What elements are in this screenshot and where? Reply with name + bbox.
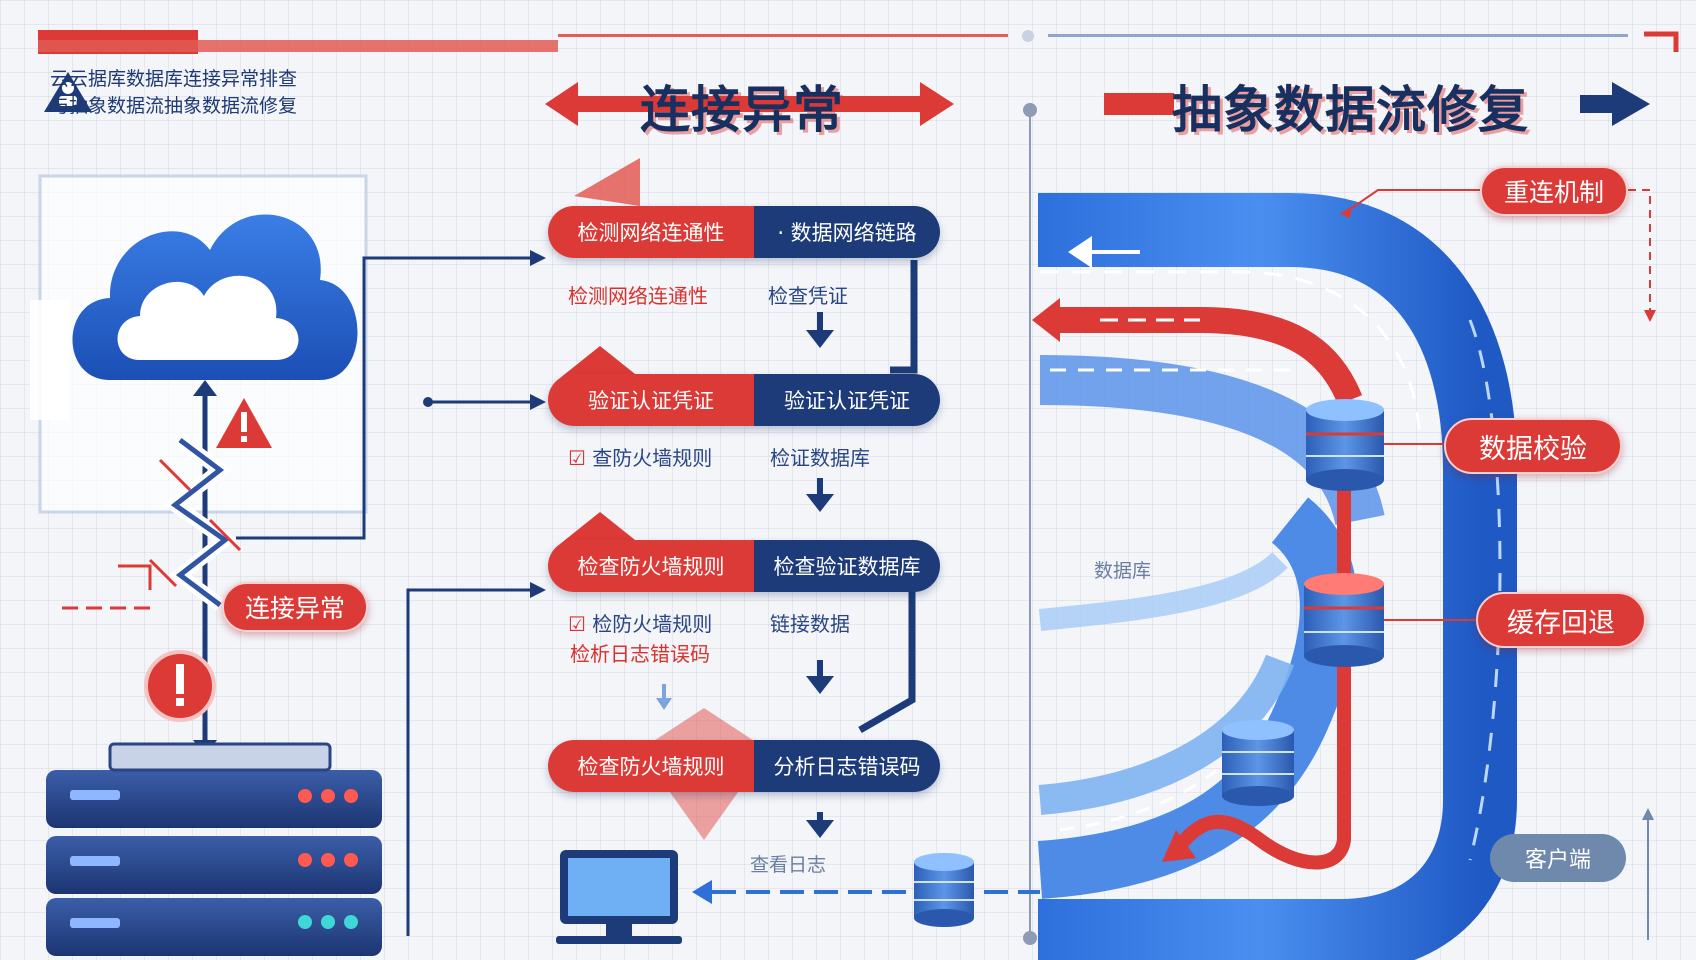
alert-circle-icon xyxy=(144,650,216,722)
flow-step-3-sub-left2: 检析日志错误码 xyxy=(570,642,710,666)
top-decor-bars xyxy=(38,30,1679,54)
header-subtitle: 云云据库数据库连接异常排查 与抽象数据流抽象数据流修复 xyxy=(50,66,410,120)
flow-step-1-left: 检测网络连通性 xyxy=(548,206,754,258)
badge-connectors xyxy=(1340,189,1656,940)
subtitle-line-1: 云云据库数据库连接异常排查 xyxy=(50,68,298,90)
client-badge: 客户端 xyxy=(1490,834,1626,882)
flow-step-4-right: 分析日志错误码 xyxy=(754,740,940,792)
flow-step-3-sub-left: ☑ 检防火墙规则 xyxy=(568,612,713,636)
server-stack-icon xyxy=(46,742,382,956)
pipe-white-arrow xyxy=(1068,236,1140,268)
badge-data-validation: 数据校验 xyxy=(1444,418,1622,474)
bottom-flow-label: 查看日志 xyxy=(750,854,827,876)
right-title-arrow xyxy=(1104,82,1650,126)
connection-error-badge: 连接异常 xyxy=(222,582,368,632)
flow-step-2-sub-right: 检证数据库 xyxy=(770,446,870,470)
badge-cache-fallback: 缓存回退 xyxy=(1476,592,1646,648)
database-cylinder-1 xyxy=(1306,399,1384,491)
section-divider xyxy=(1023,103,1037,945)
flow-step-2: 验证认证凭证 验证认证凭证 xyxy=(548,374,940,426)
flow-step-2-sub-left: ☑ 查防火墙规则 xyxy=(568,446,713,470)
database-cylinder-2 xyxy=(1304,573,1384,667)
flow-step-2-right: 验证认证凭证 xyxy=(754,374,940,426)
warning-icon xyxy=(44,72,92,112)
left-red-accents xyxy=(62,564,152,610)
red-return-flow xyxy=(1032,298,1363,870)
flow-step-1-sub-left: 检测网络连通性 xyxy=(568,284,708,308)
flow-step-1-right: · 数据网络链路 xyxy=(754,206,940,258)
cloud-icon xyxy=(72,214,358,380)
flow-step-4-left: 检查防火墙规则 xyxy=(548,740,754,792)
left-section-title: 连接异常 xyxy=(640,81,844,139)
bottom-flow-line xyxy=(692,880,1040,904)
flow-step-3-left: 检查防火墙规则 xyxy=(548,540,754,592)
subtitle-line-2: 与抽象数据流抽象数据流修复 xyxy=(50,95,298,117)
flow-step-3-sub-left-text: 检防火墙规则 xyxy=(592,612,713,636)
left-title-arrow xyxy=(545,82,954,126)
flow-step-3-right: 检查验证数据库 xyxy=(754,540,940,592)
flow-step-1: 检测网络连通性 · 数据网络链路 xyxy=(548,206,940,258)
flow-step-4: 检查防火墙规则 分析日志错误码 xyxy=(548,740,940,792)
left-to-flow-connectors xyxy=(236,250,546,936)
flow-step-3-sub-right: 链接数据 xyxy=(770,612,850,636)
right-section-title: 抽象数据流修复 xyxy=(1172,81,1529,139)
flow-step-1-sub-right: 检查凭证 xyxy=(768,284,848,308)
database-cylinder-3 xyxy=(1222,720,1294,806)
flow-step-2-sub-left-text: 查防火墙规则 xyxy=(592,446,713,470)
flow-step-2-left: 验证认证凭证 xyxy=(548,374,754,426)
flow-step-3: 检查防火墙规则 检查验证数据库 xyxy=(548,540,940,592)
alert-triangle-icon xyxy=(216,398,272,448)
monitor-icon xyxy=(556,850,682,944)
small-database-icon xyxy=(914,853,974,927)
flow-decorations xyxy=(560,158,768,840)
database-label: 数据库 xyxy=(1094,560,1152,582)
badge-reconnect: 重连机制 xyxy=(1480,166,1628,216)
flow-step-connectors xyxy=(656,260,918,838)
